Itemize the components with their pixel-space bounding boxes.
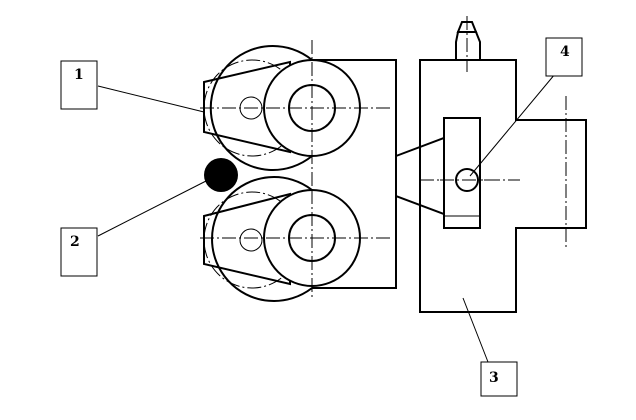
callout-3: 3 — [480, 361, 518, 397]
lower-roller-assembly — [200, 176, 392, 302]
callout-1-label: 1 — [74, 67, 84, 83]
leader-2 — [97, 179, 209, 237]
upper-roller-assembly — [200, 40, 392, 172]
leader-4 — [469, 67, 561, 177]
slider-body — [419, 59, 587, 313]
lower-roller-arm — [203, 192, 291, 286]
workpiece-ball — [204, 158, 238, 192]
lower-roller-large-arc — [211, 176, 313, 302]
callout-2: 2 — [60, 227, 98, 277]
callout-4: 4 — [545, 37, 583, 77]
callout-2-label: 2 — [70, 234, 80, 250]
lower-roller-pin — [239, 228, 263, 252]
leader-1 — [97, 85, 205, 113]
slider-pin — [455, 168, 479, 192]
leader-3 — [462, 297, 489, 363]
slider-block — [443, 117, 481, 229]
top-fitting — [455, 16, 481, 72]
upper-roller-arm — [203, 60, 291, 154]
callout-1: 1 — [60, 60, 98, 110]
callout-3-label: 3 — [489, 370, 499, 386]
callout-4-label: 4 — [560, 44, 570, 60]
